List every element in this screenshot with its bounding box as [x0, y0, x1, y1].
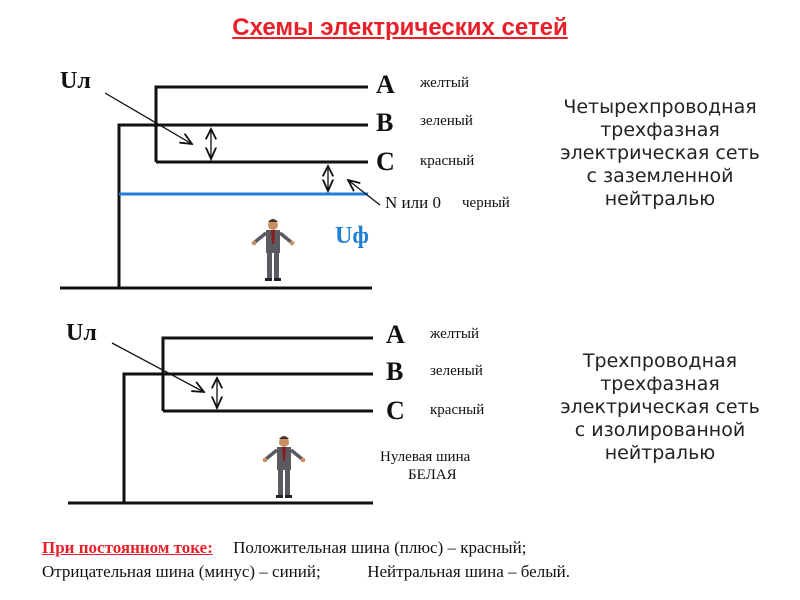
diagram-four-wire: Uл A желтый B зеленый C красный N или 0 … [60, 68, 510, 290]
desc1-line: нейтралью [604, 188, 716, 210]
desc1-line: трехфазная [600, 119, 720, 141]
desc2-line: с изолированной [574, 419, 746, 441]
desc2-line: трехфазная [600, 373, 720, 395]
phase-a-letter: A [376, 70, 395, 99]
person-figure [251, 219, 295, 281]
page-title: Схемы электрических сетей [232, 14, 568, 41]
desc1-line: с заземленной [586, 165, 734, 187]
neutral-label: N или 0 [385, 193, 441, 212]
desc2-line: нейтралью [604, 442, 716, 464]
neutral-color: черный [462, 195, 510, 211]
phase-a-color-2: желтый [429, 326, 479, 342]
phase-c-letter-2: C [386, 396, 405, 425]
u-phase-label: Uф [335, 223, 369, 249]
phase-a-line-2 [161, 336, 373, 411]
u-line-label: Uл [60, 68, 91, 94]
four-wire-description: Четырехпроводная трехфазная электрическа… [535, 96, 785, 211]
u-line-label-2: Uл [66, 320, 97, 346]
dc-label: При постоянном токе: [42, 538, 213, 557]
negative-bus-text: Отрицательная шина (минус) – синий; [42, 562, 321, 581]
zero-bus-label: Нулевая шина [380, 449, 471, 465]
three-wire-description: Трехпроводная трехфазная электрическая с… [535, 350, 785, 465]
phase-a-line [154, 85, 368, 162]
neutral-bus-text: Нейтральная шина – белый. [367, 562, 570, 581]
phase-b-line-2 [122, 372, 373, 503]
desc2-line: электрическая сеть [560, 396, 760, 418]
phase-b-line [117, 123, 368, 288]
footer-line-1: При постоянном токе: Положительная шина … [42, 538, 526, 558]
phase-b-color-2: зеленый [430, 363, 483, 379]
desc1-line: Четырехпроводная [563, 96, 757, 118]
desc1-line: электрическая сеть [560, 142, 760, 164]
person-figure-2 [262, 436, 306, 498]
phase-b-letter-2: B [386, 357, 403, 386]
neutral-pointer [348, 180, 381, 206]
u-line-pointer-2 [111, 342, 204, 392]
positive-bus-text: Положительная шина (плюс) – красный; [233, 538, 527, 557]
zero-bus-color: БЕЛАЯ [408, 467, 457, 483]
desc2-line: Трехпроводная [582, 350, 738, 372]
phase-c-color-2: красный [430, 402, 484, 418]
phase-c-letter: C [376, 147, 395, 176]
footer-line-2: Отрицательная шина (минус) – синий; Нейт… [42, 562, 570, 582]
phase-b-color: зеленый [420, 113, 473, 129]
phase-a-color: желтый [419, 75, 469, 91]
u-line-pointer [104, 92, 192, 144]
phase-c-color: красный [420, 153, 474, 169]
phase-a-letter-2: A [386, 320, 405, 349]
diagram-three-wire: Uл A желтый B зеленый C красный Нулевая … [66, 320, 484, 505]
phase-b-letter: B [376, 108, 393, 137]
